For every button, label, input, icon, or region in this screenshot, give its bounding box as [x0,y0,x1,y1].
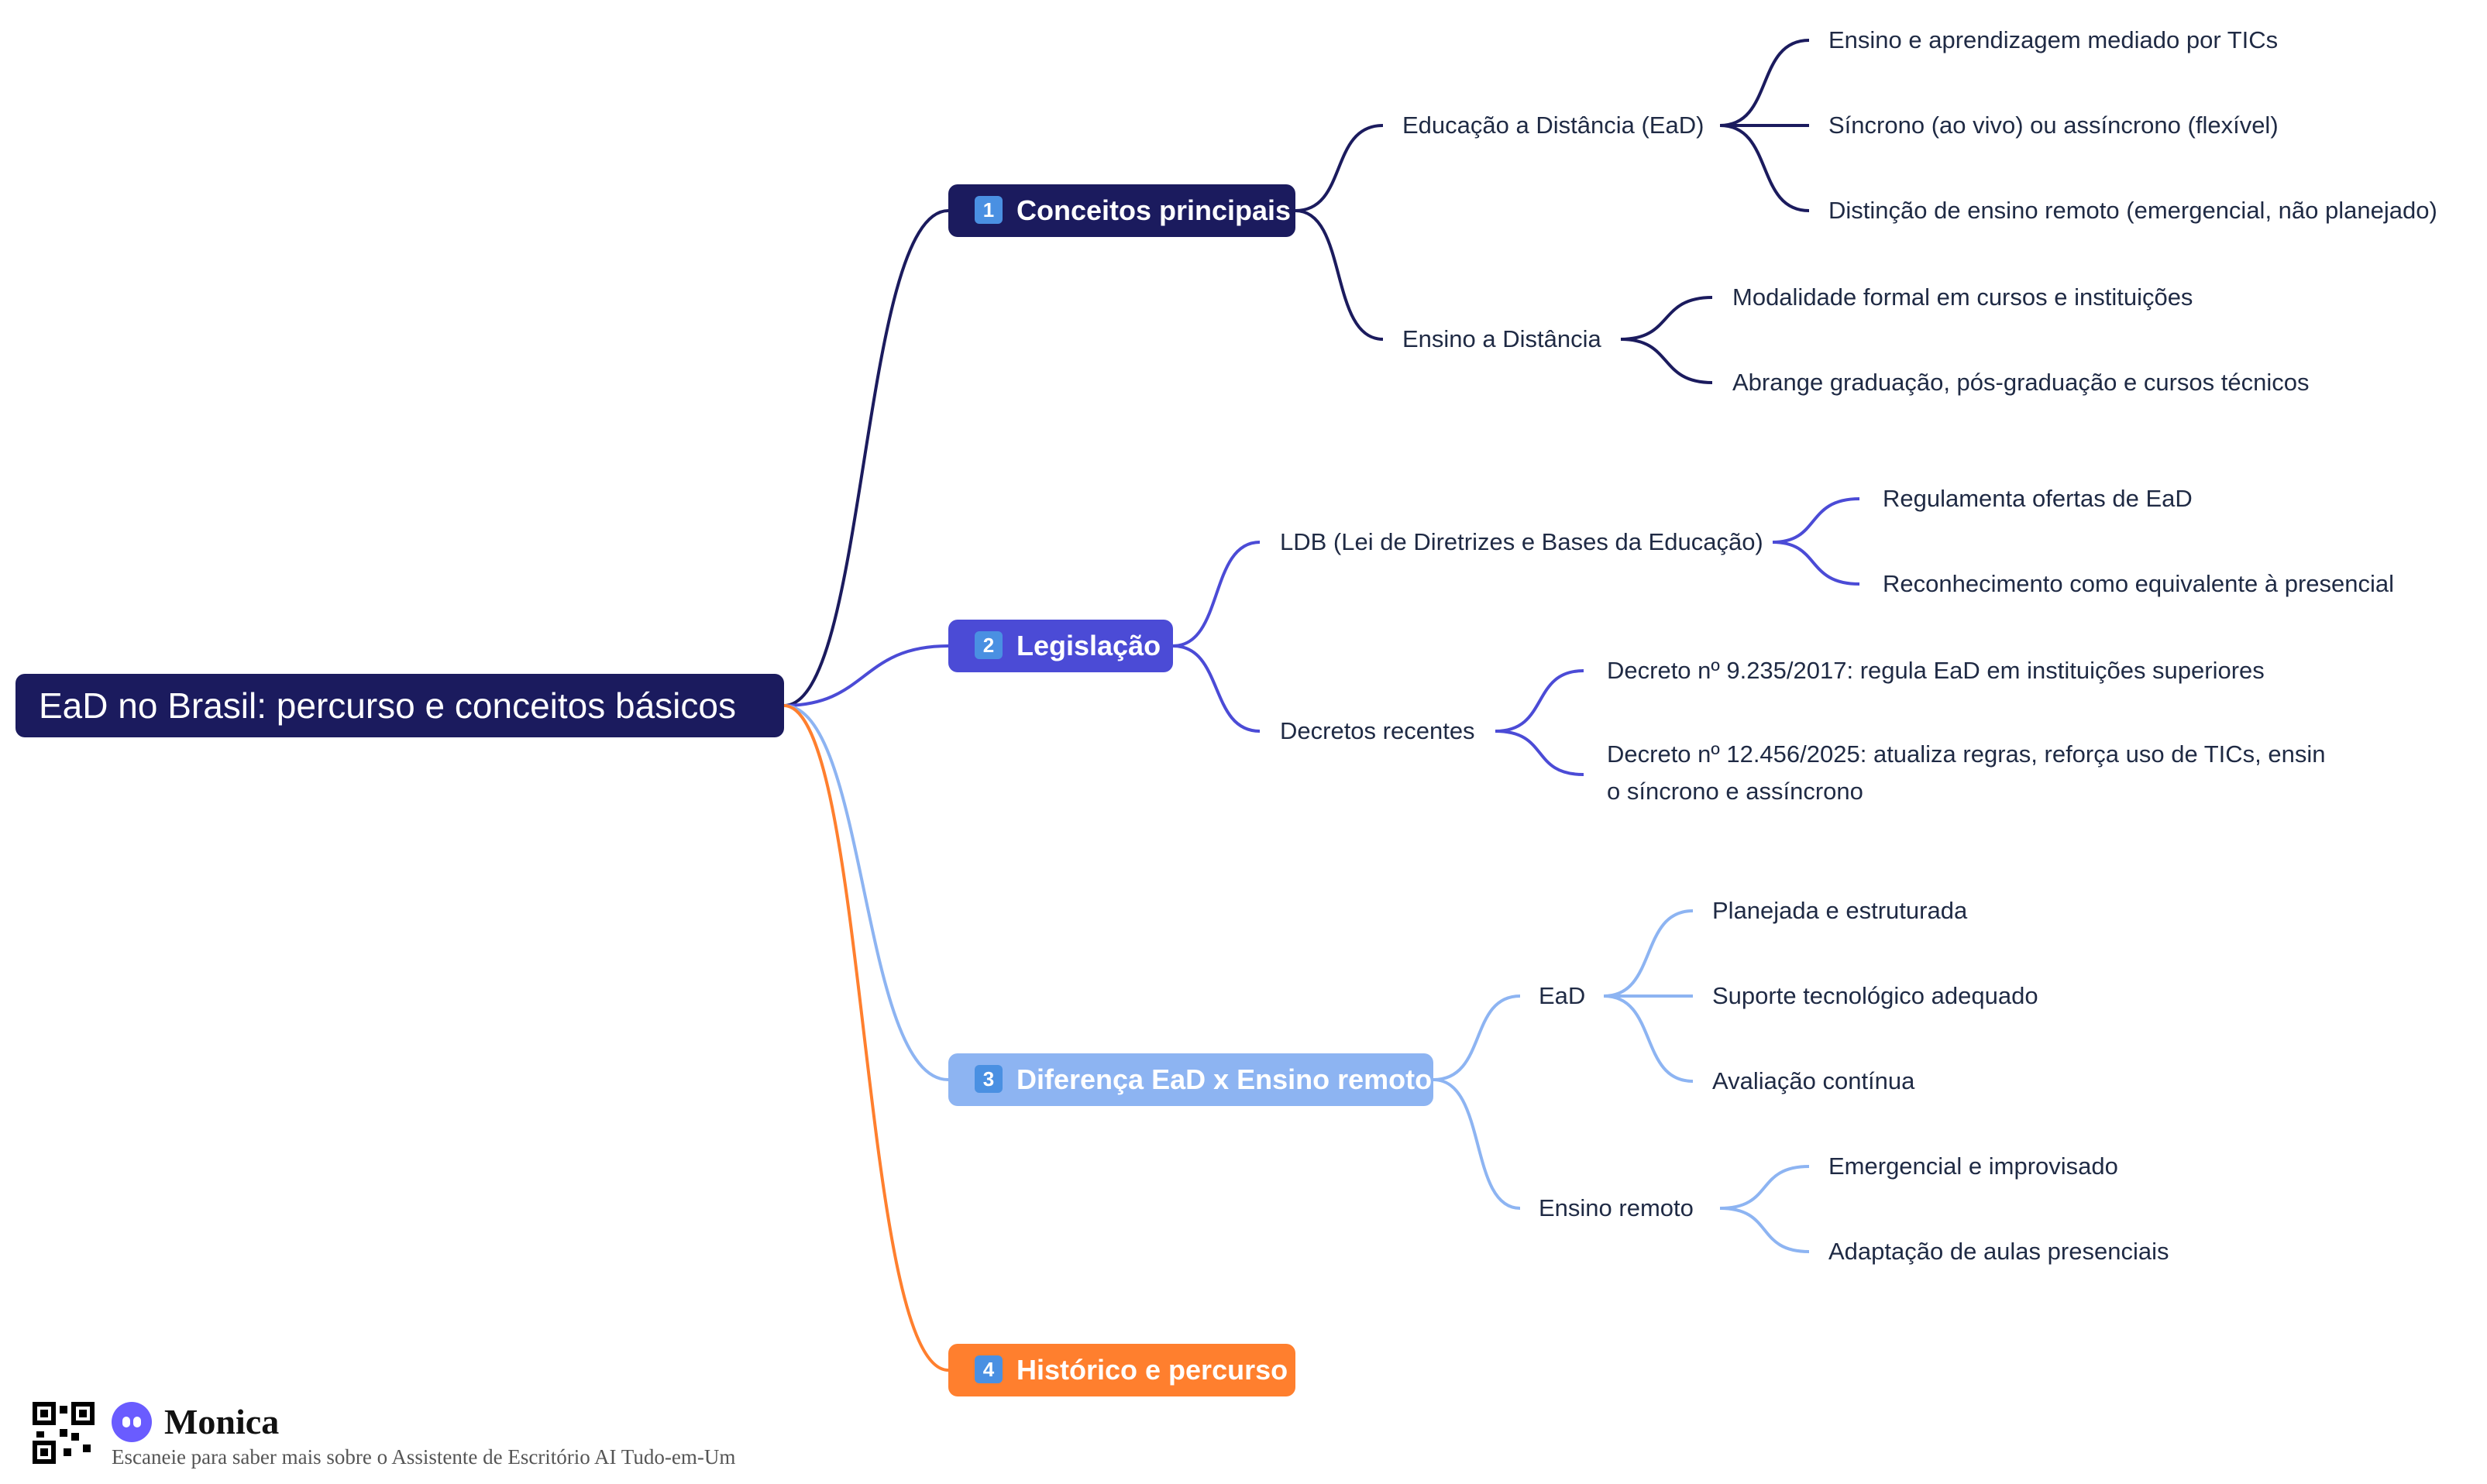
leaf-topic[interactable]: Síncrono (ao vivo) ou assíncrono (flexív… [1828,112,2279,139]
branch-label: Conceitos principais [1016,194,1292,226]
branch-diferenca-ead-remoto[interactable]: 3 Diferença EaD x Ensino remoto [948,1053,1433,1106]
brand-name: Monica [164,1402,280,1441]
footer-note: Escaneie para saber mais sobre o Assiste… [112,1445,736,1469]
topic-ldb[interactable]: LDB (Lei de Diretrizes e Bases da Educaç… [1280,528,1763,555]
branch-conceitos-principais[interactable]: 1 Conceitos principais [948,184,1295,237]
link-root-b3 [783,704,949,1081]
leaf-topic[interactable]: Avaliação contínua [1712,1067,1915,1094]
branch-legislacao[interactable]: 2 Legislação [948,620,1173,672]
topic-educacao-a-distancia[interactable]: Educação a Distância (EaD) [1402,112,1704,139]
topic-decretos-recentes[interactable]: Decretos recentes [1280,717,1475,744]
qr-code-icon [33,1402,95,1464]
number-badge-icon: 4 [975,1355,1003,1384]
branch-label: Diferença EaD x Ensino remoto [1016,1063,1433,1095]
leaf-topic[interactable]: Adaptação de aulas presenciais [1828,1238,2169,1265]
leaf-topic[interactable]: Abrange graduação, pós-graduação e curso… [1732,369,2310,396]
leaf-topic[interactable]: Decreto nº 12.456/2025: atualiza regras,… [1607,740,2326,805]
link-root-b2 [783,644,949,707]
leaf-topic[interactable]: Regulamenta ofertas de EaD [1883,485,2193,512]
leaf-topic[interactable]: Reconhecimento como equivalente à presen… [1883,570,2395,597]
branch-label: Histórico e percurso [1016,1354,1288,1386]
leaf-topic[interactable]: Decreto nº 9.235/2017: regula EaD em ins… [1607,657,2265,684]
topic-ensino-a-distancia[interactable]: Ensino a Distância [1402,325,1601,352]
monica-logo-icon [112,1402,152,1442]
root-topic[interactable]: EaD no Brasil: percurso e conceitos bási… [15,674,784,737]
leaf-topic[interactable]: Suporte tecnológico adequado [1712,982,2038,1009]
leaf-topic[interactable]: Planejada e estruturada [1712,897,1968,924]
leaf-topic[interactable]: Ensino e aprendizagem mediado por TICs [1828,26,2279,53]
leaf-topic[interactable]: Modalidade formal em cursos e instituiçõ… [1732,283,2193,311]
branch-historico-percurso[interactable]: 4 Histórico e percurso [948,1344,1295,1396]
link-root-b4 [783,704,949,1372]
link-root-b1 [783,209,949,707]
topic-ensino-remoto[interactable]: Ensino remoto [1539,1194,1694,1221]
leaf-topic[interactable]: Emergencial e improvisado [1828,1153,2118,1180]
topic-ead[interactable]: EaD [1539,982,1586,1009]
number-badge-icon: 1 [975,196,1003,225]
number-badge-icon: 3 [975,1065,1003,1094]
number-badge-icon: 2 [975,631,1003,660]
branch-label: Legislação [1016,630,1161,661]
leaf-topic[interactable]: Distinção de ensino remoto (emergencial,… [1828,197,2437,224]
